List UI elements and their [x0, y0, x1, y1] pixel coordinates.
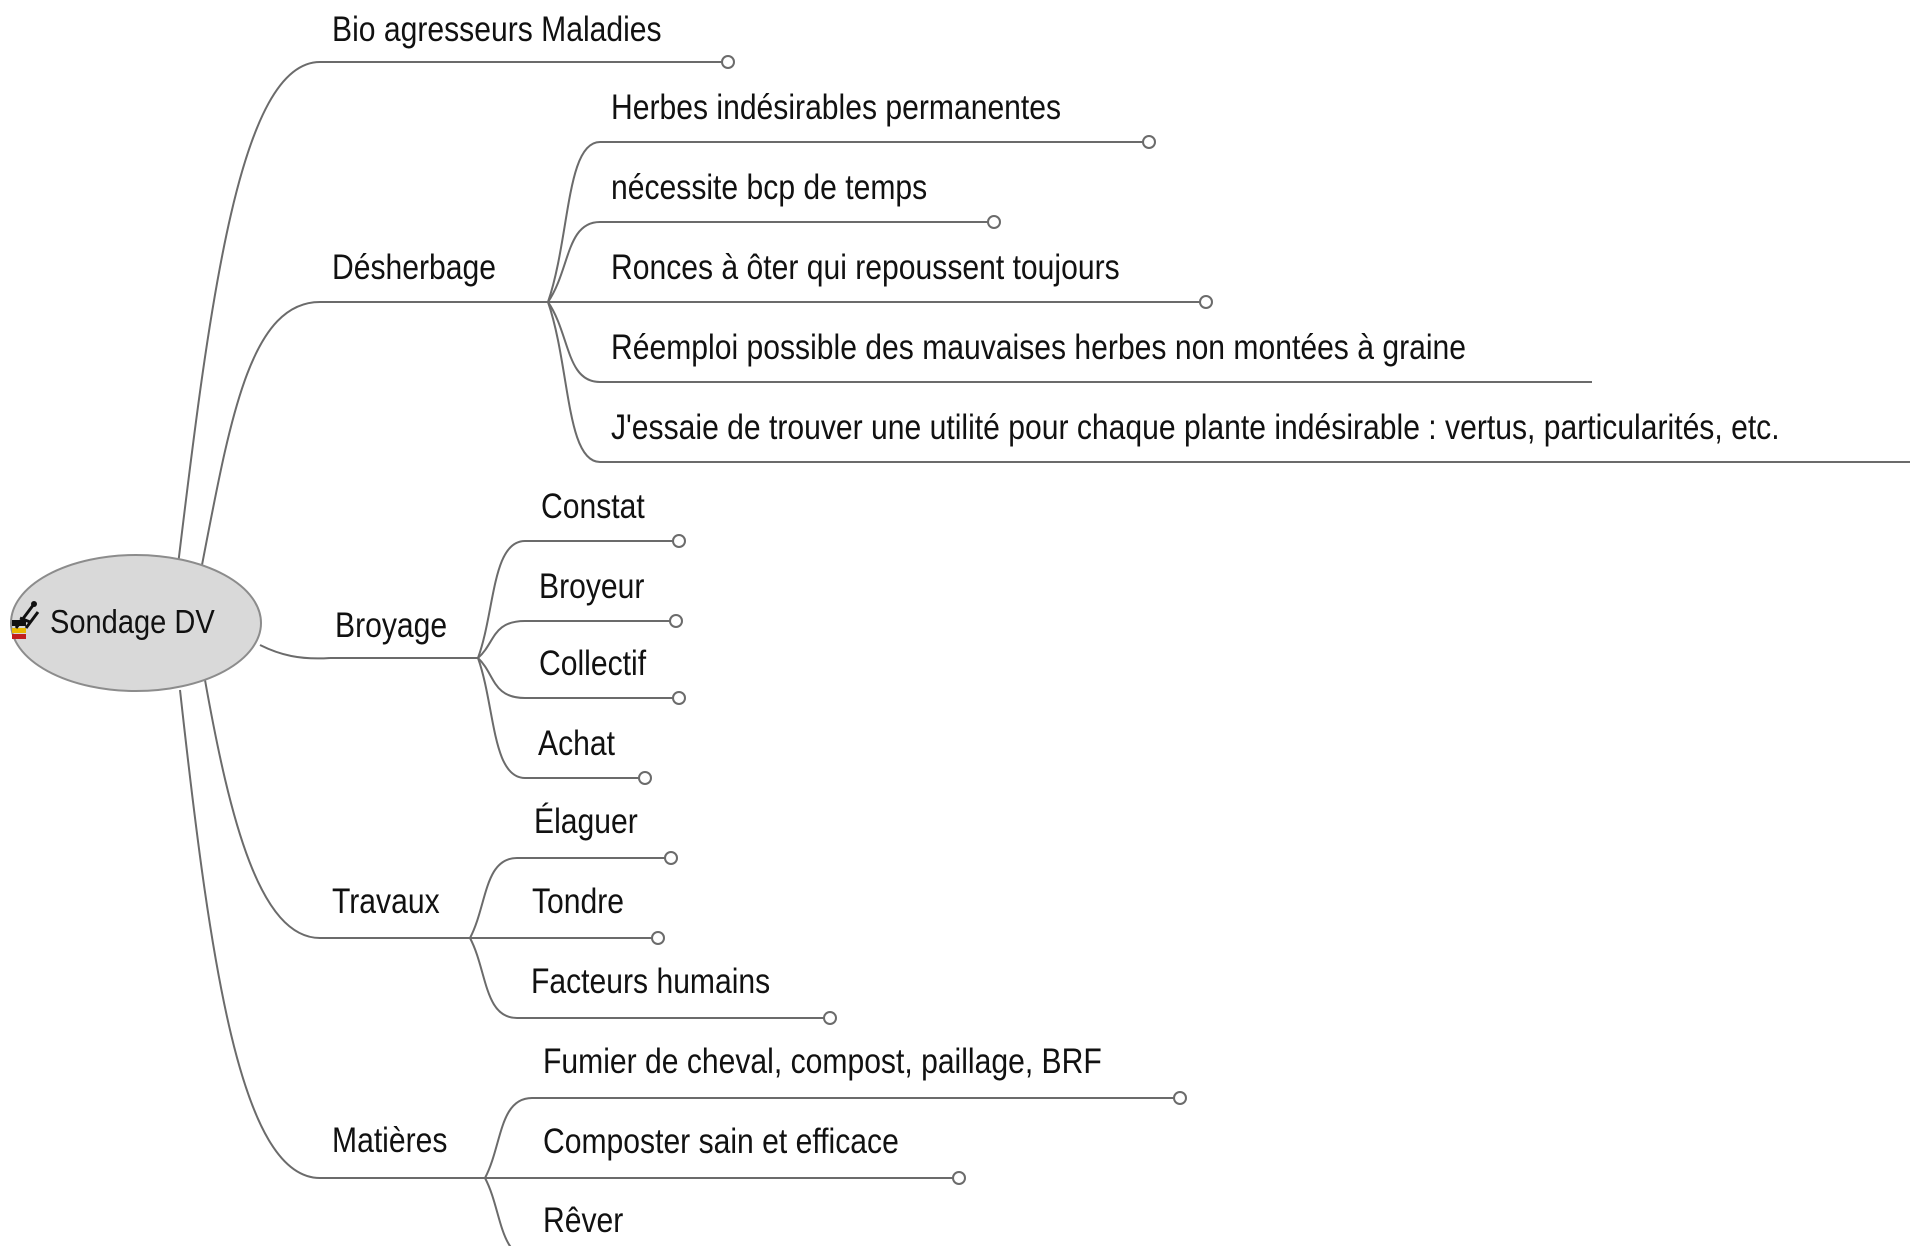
leaf-label-fumier[interactable]: Fumier de cheval, compost, paillage, BRF	[543, 1042, 1102, 1081]
leaf-label-composter[interactable]: Composter sain et efficace	[543, 1122, 899, 1161]
root-node-ellipse[interactable]	[10, 554, 262, 692]
branch-label-desherbage[interactable]: Désherbage	[332, 248, 497, 287]
root-label: Sondage DV	[50, 603, 215, 640]
leaf-label-reemploi[interactable]: Réemploi possible des mauvaises herbes n…	[611, 328, 1467, 367]
knob-matieres-child-0[interactable]	[1173, 1091, 1187, 1105]
connector-lines	[177, 61, 1910, 1246]
leaf-label-rever[interactable]: Rêver	[543, 1201, 624, 1240]
connector-broyage-0	[477, 540, 526, 659]
leaf-label-temps[interactable]: nécessite bcp de temps	[611, 168, 928, 207]
root-node[interactable]	[10, 554, 262, 692]
leaf-label-ronces[interactable]: Ronces à ôter qui repoussent toujours	[611, 248, 1120, 287]
branch-label-bio-agresseurs[interactable]: Bio agresseurs Maladies	[332, 10, 662, 49]
branch-label-travaux[interactable]: Travaux	[332, 882, 440, 921]
leaf-label-constat[interactable]: Constat	[541, 487, 645, 526]
knob-matieres-child-1[interactable]	[952, 1171, 966, 1185]
knob-broyage-child-0[interactable]	[672, 534, 686, 548]
leaf-label-elaguer[interactable]: Élaguer	[534, 802, 638, 841]
connector-broyage-3	[477, 657, 526, 779]
leaf-label-achat[interactable]: Achat	[538, 724, 615, 763]
connector-broyage-2	[477, 657, 526, 699]
branch-label-broyage[interactable]: Broyage	[335, 606, 448, 645]
knob-travaux-child-2[interactable]	[823, 1011, 837, 1025]
branch-label-matieres[interactable]: Matières	[332, 1121, 448, 1160]
knob-broyage-child-1[interactable]	[669, 614, 683, 628]
connector-desherbage-0	[547, 141, 601, 303]
knob-desherbage-child-1[interactable]	[987, 215, 1001, 229]
leaf-label-utilite[interactable]: J'essaie de trouver une utilité pour cha…	[611, 408, 1780, 447]
connector-root-travaux	[204, 679, 321, 939]
connector-travaux-2	[469, 937, 518, 1019]
connector-root-bio	[177, 61, 321, 566]
knob-travaux-child-1[interactable]	[651, 931, 665, 945]
connector-root-matieres	[179, 689, 321, 1179]
connector-broyage-1	[477, 620, 526, 659]
connector-travaux-0	[469, 857, 518, 939]
collapse-knobs	[638, 55, 1213, 1185]
root-topic-icon	[12, 601, 40, 639]
knob-broyage-child-3[interactable]	[638, 771, 652, 785]
leaf-label-broyeur[interactable]: Broyeur	[539, 567, 645, 606]
connector-matieres-2	[484, 1177, 512, 1246]
knob-broyage-child-2[interactable]	[672, 691, 686, 705]
leaf-label-facteurs[interactable]: Facteurs humains	[531, 962, 771, 1001]
connector-root-desherbage	[201, 301, 321, 566]
knob-bio[interactable]	[721, 55, 735, 69]
knob-travaux-child-0[interactable]	[664, 851, 678, 865]
knob-desherbage-child-0[interactable]	[1142, 135, 1156, 149]
leaf-label-herbes[interactable]: Herbes indésirables permanentes	[611, 88, 1062, 127]
leaf-label-tondre[interactable]: Tondre	[532, 882, 625, 921]
leaf-label-collectif[interactable]: Collectif	[539, 644, 647, 683]
connector-desherbage-4	[547, 301, 601, 463]
knob-desherbage-child-2[interactable]	[1199, 295, 1213, 309]
connector-desherbage-1	[547, 221, 601, 303]
connector-root-broyage	[259, 644, 331, 660]
connector-desherbage-3	[547, 301, 601, 383]
connector-matieres-0	[484, 1097, 533, 1179]
